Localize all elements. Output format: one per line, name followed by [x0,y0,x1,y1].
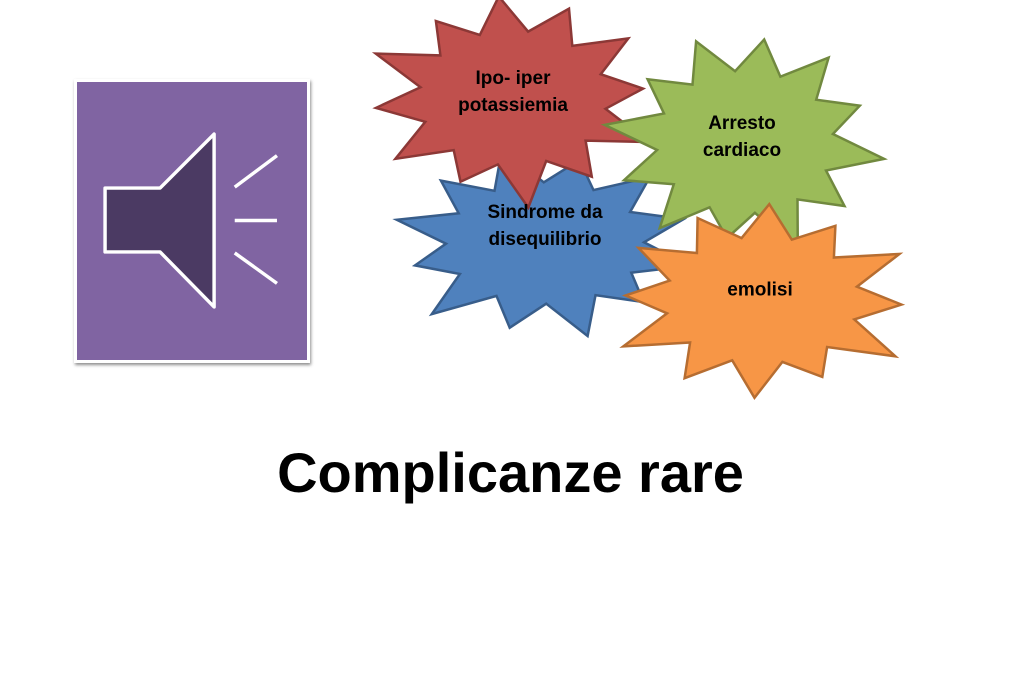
label-line: Sindrome da [487,202,603,223]
label-line: Arresto [708,113,776,134]
burst-shape-emolisi [619,201,906,401]
burst-label-emolisi: emolisi [727,277,792,304]
slide-title: Complicanze rare [277,441,744,504]
label-line: emolisi [727,279,793,301]
burst-label-potassiemia: Ipo- iper potassiemia [458,65,568,119]
label-line: Ipo- iper [475,68,551,89]
burst-shape-potassiemia [371,0,653,211]
audio-speaker-button[interactable] [74,79,310,363]
label-line: cardiaco [702,140,782,161]
speaker-icon [103,132,278,309]
label-line: disequilibrio [488,229,602,250]
burst-label-disequilibrio: Sindrome da disequilibrio [487,199,602,253]
burst-label-arresto: Arresto cardiaco [703,110,781,164]
label-line: potassiemia [458,95,568,116]
